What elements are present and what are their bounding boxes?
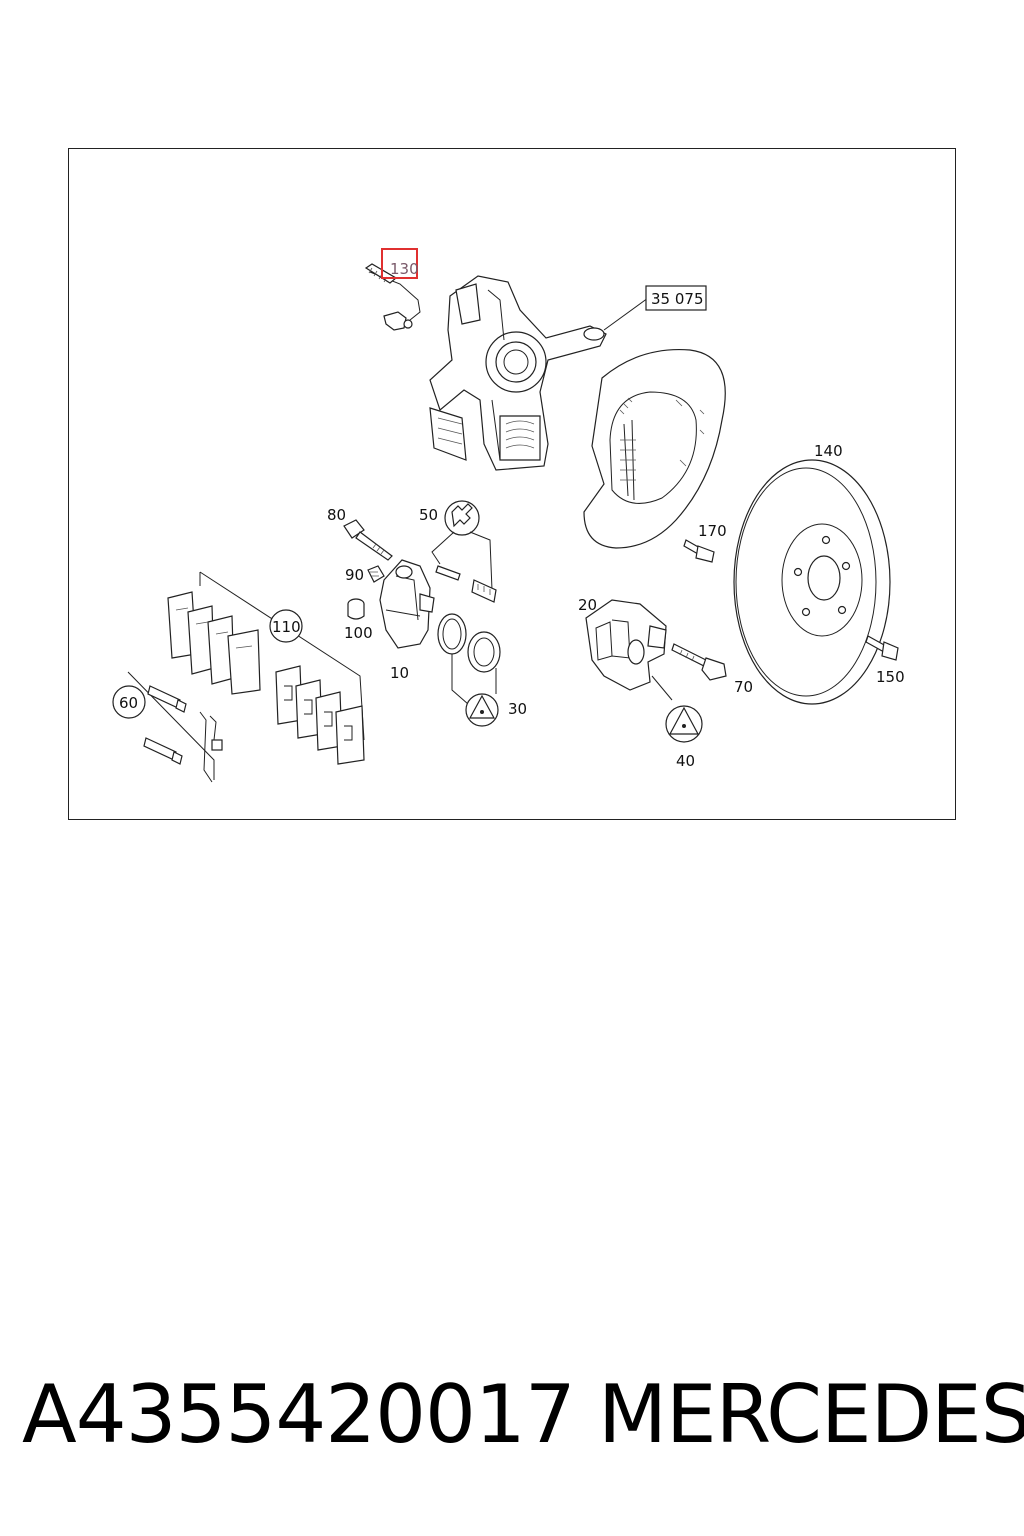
callout-60-circle (112, 685, 146, 719)
bolt-170-drawing (683, 539, 715, 563)
pad-pins-drawing (127, 671, 223, 783)
brake-caliper-drawing (585, 599, 667, 691)
guide-pin-kit-drawing (431, 500, 497, 603)
callout-140[interactable]: 140 (814, 442, 843, 460)
bolt-80-drawing (343, 519, 393, 561)
callout-40[interactable]: 40 (676, 752, 695, 770)
callout-80[interactable]: 80 (327, 506, 346, 524)
dust-shield-drawing (583, 348, 726, 549)
bleed-valve-drawing (367, 565, 385, 583)
caliper-bolt-drawing (651, 643, 727, 701)
callout-130-highlight[interactable] (381, 248, 418, 279)
callout-170[interactable]: 170 (698, 522, 727, 540)
caliper-housing-drawing (379, 559, 435, 649)
callout-130[interactable]: 130 (390, 260, 419, 278)
callout-100[interactable]: 100 (344, 624, 373, 642)
callout-70[interactable]: 70 (734, 678, 753, 696)
wheel-carrier-drawing (429, 275, 607, 471)
diagram-frame (68, 148, 956, 820)
callout-30[interactable]: 30 (508, 700, 527, 718)
callout-150[interactable]: 150 (876, 668, 905, 686)
brake-disc-drawing (733, 459, 891, 705)
bolt-150-drawing (865, 635, 899, 661)
brake-assembly-diagram: 130 35 075 140 (112, 248, 905, 783)
callout-90[interactable]: 90 (345, 566, 364, 584)
brand-name: MERCEDES (598, 1368, 1024, 1461)
brake-pads-drawing (167, 571, 365, 765)
callout-110[interactable]: 110 (272, 618, 301, 636)
callout-60[interactable]: 60 (119, 694, 138, 712)
callout-10[interactable]: 10 (390, 664, 409, 682)
callout-20[interactable]: 20 (578, 596, 597, 614)
dust-cap-drawing (347, 598, 365, 620)
callout-35075-box (645, 285, 707, 311)
part-number: A4355420017 (22, 1368, 576, 1461)
seal-rings-drawing (437, 613, 501, 727)
callout-35075[interactable]: 35 075 (651, 290, 704, 308)
callout-110-circle (269, 609, 303, 643)
callout-50[interactable]: 50 (419, 506, 438, 524)
repair-kit-drawing (665, 705, 703, 743)
